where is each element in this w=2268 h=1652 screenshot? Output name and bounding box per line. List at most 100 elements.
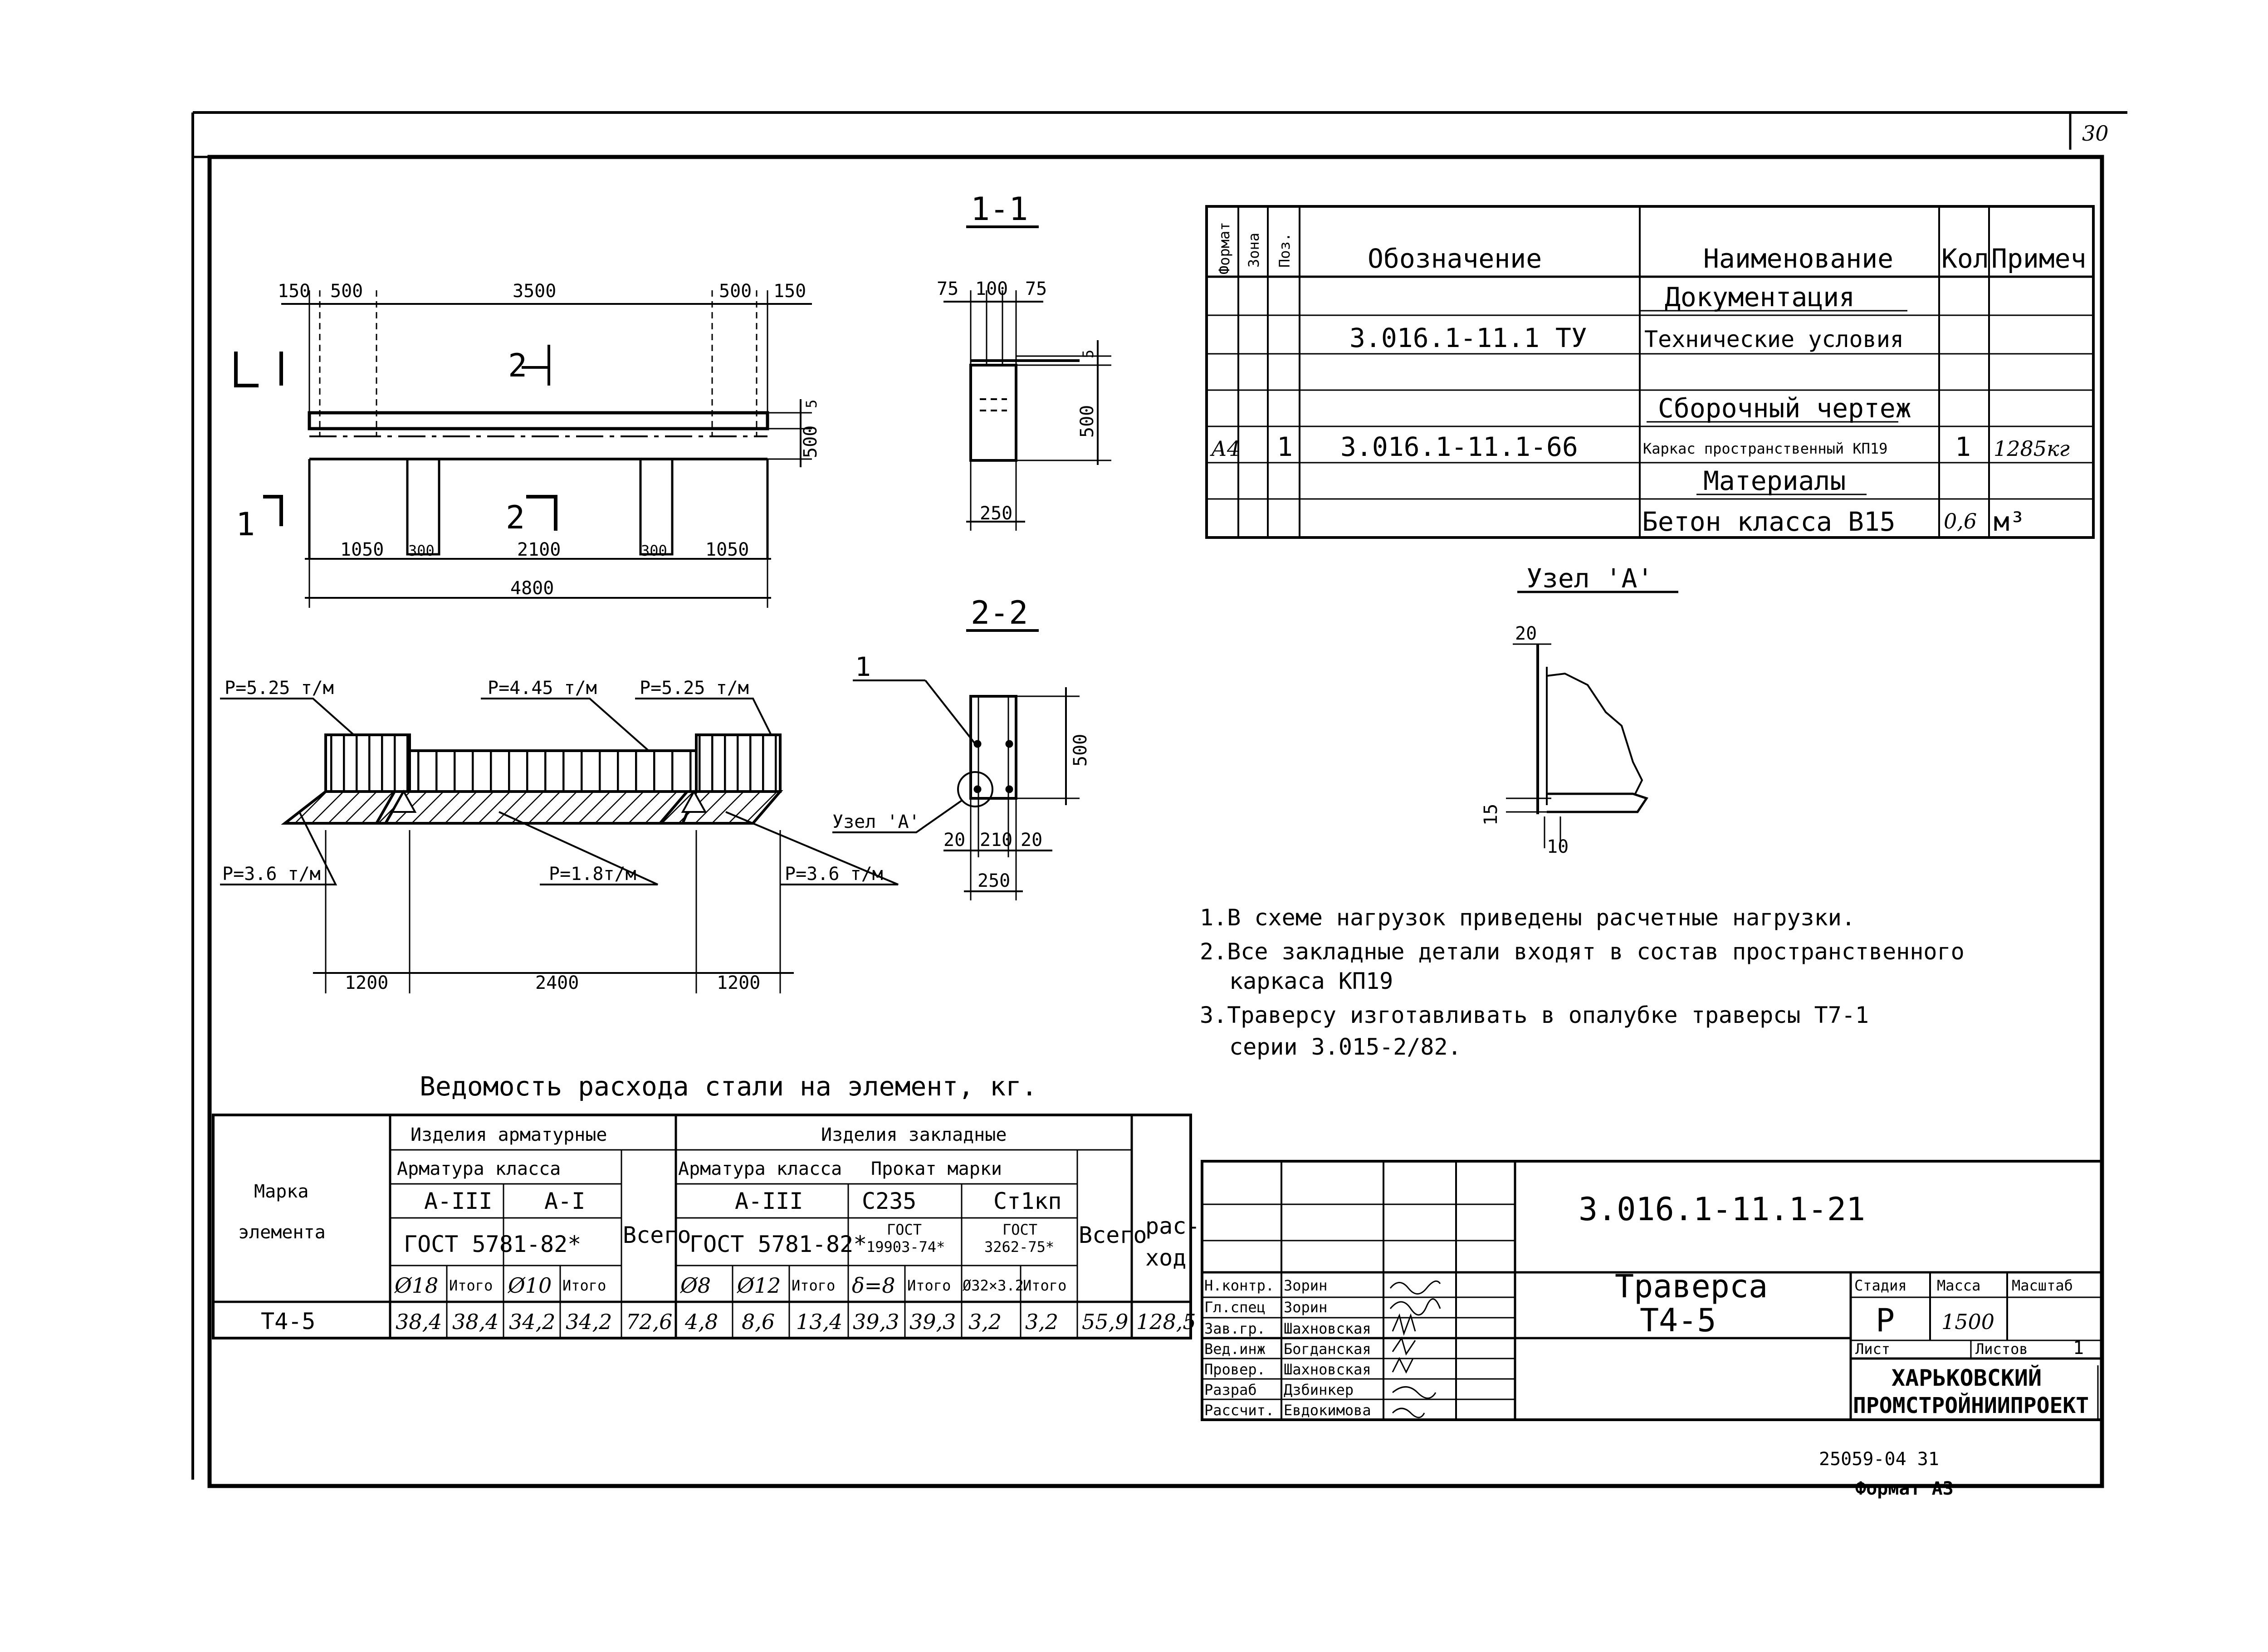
steel-sub-itogo-1: Итого [449, 1277, 493, 1294]
dim-2100: 2100 [517, 539, 561, 560]
load-p-525-right: P=5.25 т/м [640, 678, 749, 699]
spec-table [1205, 205, 2095, 539]
cut-mark-2-bottom: 2 [506, 499, 525, 536]
plan-view [234, 290, 812, 608]
steel-table-title: Ведомость расхода стали на элемент, кг. [420, 1071, 1037, 1102]
steel-embedded-items: Изделия закладные [821, 1124, 1007, 1145]
load-scheme [220, 698, 899, 993]
steel-a1: А-I [544, 1188, 585, 1214]
load-p-445: P=4.45 т/м [488, 678, 597, 699]
spec-assembly-name: Каркас пространственный КП19 [1643, 440, 1887, 457]
dim-4800: 4800 [510, 578, 554, 599]
steel-sub-pipe: Ø32×3.2 [963, 1277, 1024, 1294]
title-role-1: Н.контр. [1204, 1277, 1274, 1294]
spec-material-note: м³ [1994, 506, 2025, 537]
steel-val-11: 3,2 [968, 1310, 1002, 1334]
dim-100: 100 [975, 279, 1008, 299]
archive-code: 25059-04 31 [1819, 1449, 1939, 1470]
format-label: Формат А3 [1855, 1478, 1954, 1499]
steel-val-10: 39,3 [909, 1310, 956, 1334]
title-sheets: 1 [2073, 1338, 2084, 1359]
steel-val-14: 128,5 [1136, 1310, 1196, 1334]
steel-table [212, 1114, 1192, 1339]
title-name-2: Зорин [1284, 1299, 1327, 1316]
title-scale-header: Масштаб [2012, 1277, 2073, 1294]
page-number-box: 30 [2082, 121, 2109, 146]
section-2-2 [832, 629, 1080, 900]
spec-section-materials: Материалы [1703, 465, 1846, 496]
title-stage-header: Стадия [1854, 1277, 1907, 1294]
title-stage: Р [1876, 1302, 1895, 1339]
steel-sub-d10: Ø10 [508, 1273, 552, 1298]
title-role-5: Провер. [1204, 1361, 1266, 1378]
spec-section-assembly: Сборочный чертеж [1658, 393, 1911, 424]
steel-val-2: 38,4 [452, 1310, 499, 1334]
spec-assembly-designation: 3.016.1-11.1-66 [1340, 431, 1578, 462]
title-name-4: Богданская [1284, 1340, 1371, 1358]
s22-dim-20-left: 20 [943, 830, 965, 850]
section-1-1-title: 1-1 [971, 191, 1028, 228]
steel-val-7: 8,6 [742, 1310, 775, 1334]
steel-gost-3262-num: 3262-75* [984, 1238, 1054, 1256]
title-role-7: Рассчит. [1204, 1402, 1274, 1419]
steel-total-embedded: Всего [1079, 1222, 1147, 1248]
title-mark: Т4-5 [1640, 1302, 1716, 1339]
steel-val-3: 34,2 [509, 1310, 555, 1334]
steel-gost-3262: ГОСТ [1002, 1221, 1037, 1238]
signatures [1389, 1280, 1441, 1418]
spec-assembly-format: А4 [1210, 436, 1240, 461]
note-3-cont: серии 3.015-2/82. [1229, 1034, 1461, 1060]
dim-500-right: 500 [719, 281, 752, 302]
title-block-text: 3.016.1-11.1-21 Траверса Т4-5 Стадия Мас… [1204, 1191, 2089, 1419]
load-dim-2400: 2400 [535, 973, 579, 993]
s22-dim-20-right: 20 [1021, 830, 1042, 850]
load-labels: P=5.25 т/м P=4.45 т/м P=5.25 т/м P=3.6 т… [222, 678, 883, 993]
title-org-1: ХАРЬКОВСКИЙ [1892, 1364, 2042, 1391]
spec-header-pos: Поз. [1276, 233, 1293, 268]
spec-header-qty: Кол [1941, 243, 1989, 274]
leader-1: 1 [855, 651, 871, 682]
steel-val-13: 55,9 [1082, 1310, 1128, 1334]
section-1-1-labels: 1-1 75 100 75 5 500 250 [937, 191, 1098, 524]
s11-dim-500: 500 [1077, 405, 1098, 438]
spec-section-documentation: Документация [1665, 282, 1855, 313]
title-role-3: Зав.гр. [1204, 1320, 1266, 1337]
note-3: 3.Траверсу изготавливать в опалубке трав… [1200, 1002, 1869, 1028]
s22-dim-210: 210 [980, 830, 1012, 850]
spec-doc-designation: 3.016.1-11.1 ТУ [1349, 323, 1587, 353]
steel-consumption: рас- [1145, 1213, 1200, 1239]
steel-sub-d18: Ø18 [394, 1273, 438, 1298]
title-name-7: Евдокимова [1284, 1402, 1371, 1419]
note-2: 2.Все закладные детали входят в состав п… [1200, 938, 1965, 965]
sheet-frame [191, 111, 2127, 1488]
dim-75-left: 75 [937, 279, 958, 299]
title-name-6: Дзбинкер [1284, 1381, 1354, 1398]
steel-sub-itogo-4: Итого [907, 1277, 951, 1294]
steel-val-5: 72,6 [626, 1310, 672, 1334]
steel-c235: С235 [862, 1188, 916, 1214]
dim-150-right: 150 [773, 281, 806, 302]
dim-500-vert: 500 [800, 425, 821, 458]
title-name-1: Зорин [1284, 1277, 1327, 1294]
spec-assembly-pos: 1 [1277, 431, 1293, 462]
steel-sub-d12: Ø12 [737, 1273, 781, 1298]
load-dim-1200-left: 1200 [345, 973, 388, 993]
title-name: Траверса [1615, 1268, 1768, 1305]
steel-row-mark: Т4-5 [261, 1308, 315, 1334]
steel-a3-2: А-III [735, 1188, 803, 1214]
title-mass-header: Масса [1937, 1277, 1980, 1294]
steel-rebar-class: Арматура класса [397, 1158, 561, 1179]
steel-rebar-class-2: Арматура класса [678, 1158, 842, 1179]
steel-val-9: 39,3 [853, 1310, 899, 1334]
spec-assembly-note: 1285кг [1994, 436, 2070, 461]
load-p-36-left: P=3.6 т/м [222, 864, 321, 885]
steel-val-12: 3,2 [1025, 1310, 1058, 1334]
steel-gost-19903-num: 19903-74* [866, 1238, 945, 1256]
steel-gost-5781-2: ГОСТ 5781-82* [689, 1231, 867, 1257]
load-dim-1200-right: 1200 [717, 973, 760, 993]
node-a-labels: Узел 'А' 20 15 10 [1481, 563, 1653, 857]
node-a-detail [1506, 591, 1678, 848]
title-sheet-header: Лист [1855, 1340, 1890, 1358]
dim-150-left: 150 [278, 281, 310, 302]
dim-3500: 3500 [513, 281, 556, 302]
